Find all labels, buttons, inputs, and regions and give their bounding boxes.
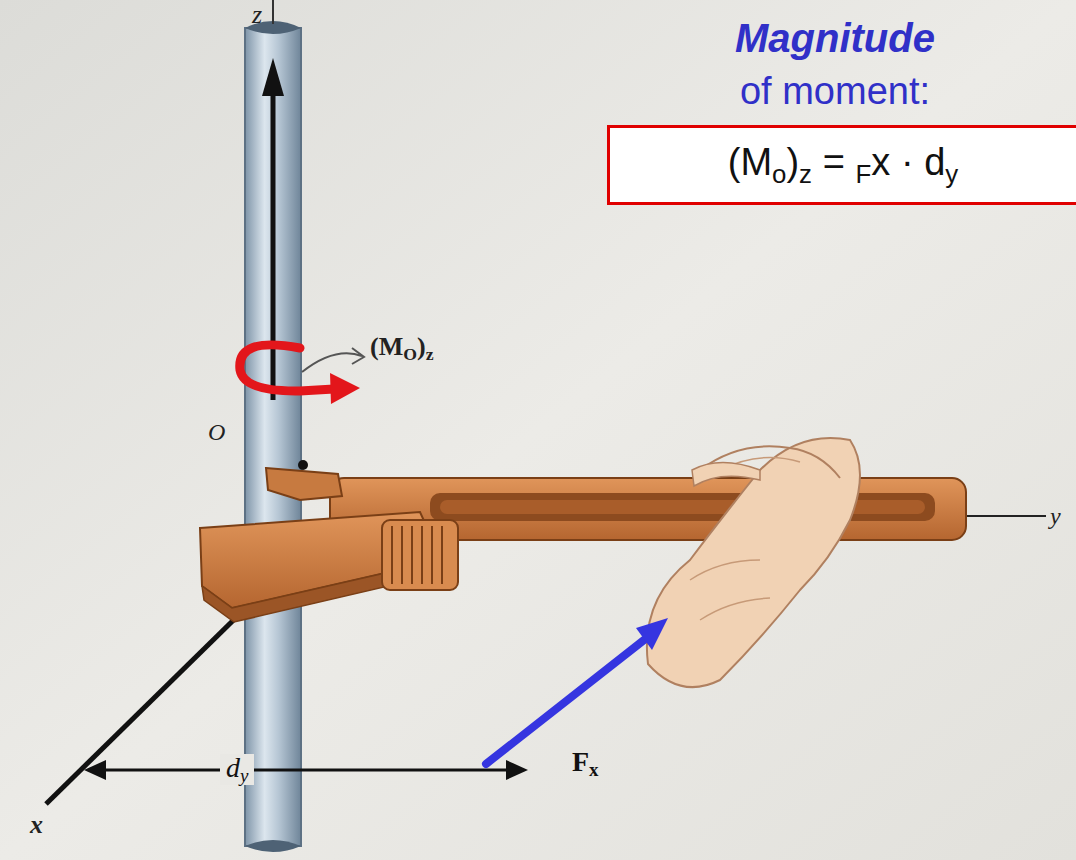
x-axis [46, 592, 262, 804]
formula-part: (M [728, 141, 772, 183]
formula-part: y [945, 160, 958, 188]
y-axis [960, 515, 1046, 517]
formula-line: (Mo)z = Fx ·dy [728, 141, 958, 188]
axis-label-group: y [1050, 504, 1061, 528]
force-label: F [572, 746, 589, 777]
moment-curl-arrow [240, 345, 360, 404]
formula-part: o [772, 160, 786, 188]
dimension-label-group: dy [220, 754, 254, 785]
dimension-label: d [226, 752, 240, 783]
heading-emphasis: Magnitude [735, 16, 935, 60]
moment-curl-thin [302, 348, 364, 372]
moment-label-group: (MO)z [370, 334, 433, 364]
origin-label-group: O [208, 420, 225, 444]
heading-emphasis-group: Magnitude [735, 18, 935, 58]
pipe [245, 21, 301, 852]
moment-label: z [426, 344, 434, 364]
formula-part: x [871, 141, 890, 183]
axis-label-group: x [30, 812, 43, 838]
axis-label: x [30, 810, 43, 839]
force-arrow [486, 618, 668, 764]
moment-label: O [403, 344, 417, 364]
force-label-group: Fx [572, 748, 599, 779]
hand [647, 438, 860, 687]
heading-text: of moment: [740, 70, 930, 112]
axis-label-group: z [252, 2, 262, 28]
heading-text-group: of moment: [740, 72, 930, 110]
axis-label: y [1050, 503, 1061, 529]
formula-part: = [823, 141, 845, 183]
z-axis [272, 0, 274, 24]
origin-label: O [208, 419, 225, 445]
formula-part: d [924, 141, 945, 183]
moment-label: ) [417, 332, 426, 361]
dimension-label: y [240, 765, 248, 786]
formula-part: · [901, 141, 914, 183]
formula-box: (Mo)z = Fx ·dy [607, 125, 1076, 205]
axis-label: z [252, 0, 262, 29]
moment-label: (M [370, 332, 403, 361]
formula-part: ) [786, 141, 799, 183]
formula-part: z [799, 160, 812, 188]
formula-part: F [855, 160, 871, 188]
force-label: x [589, 759, 599, 780]
dimension-arrow [84, 760, 528, 780]
